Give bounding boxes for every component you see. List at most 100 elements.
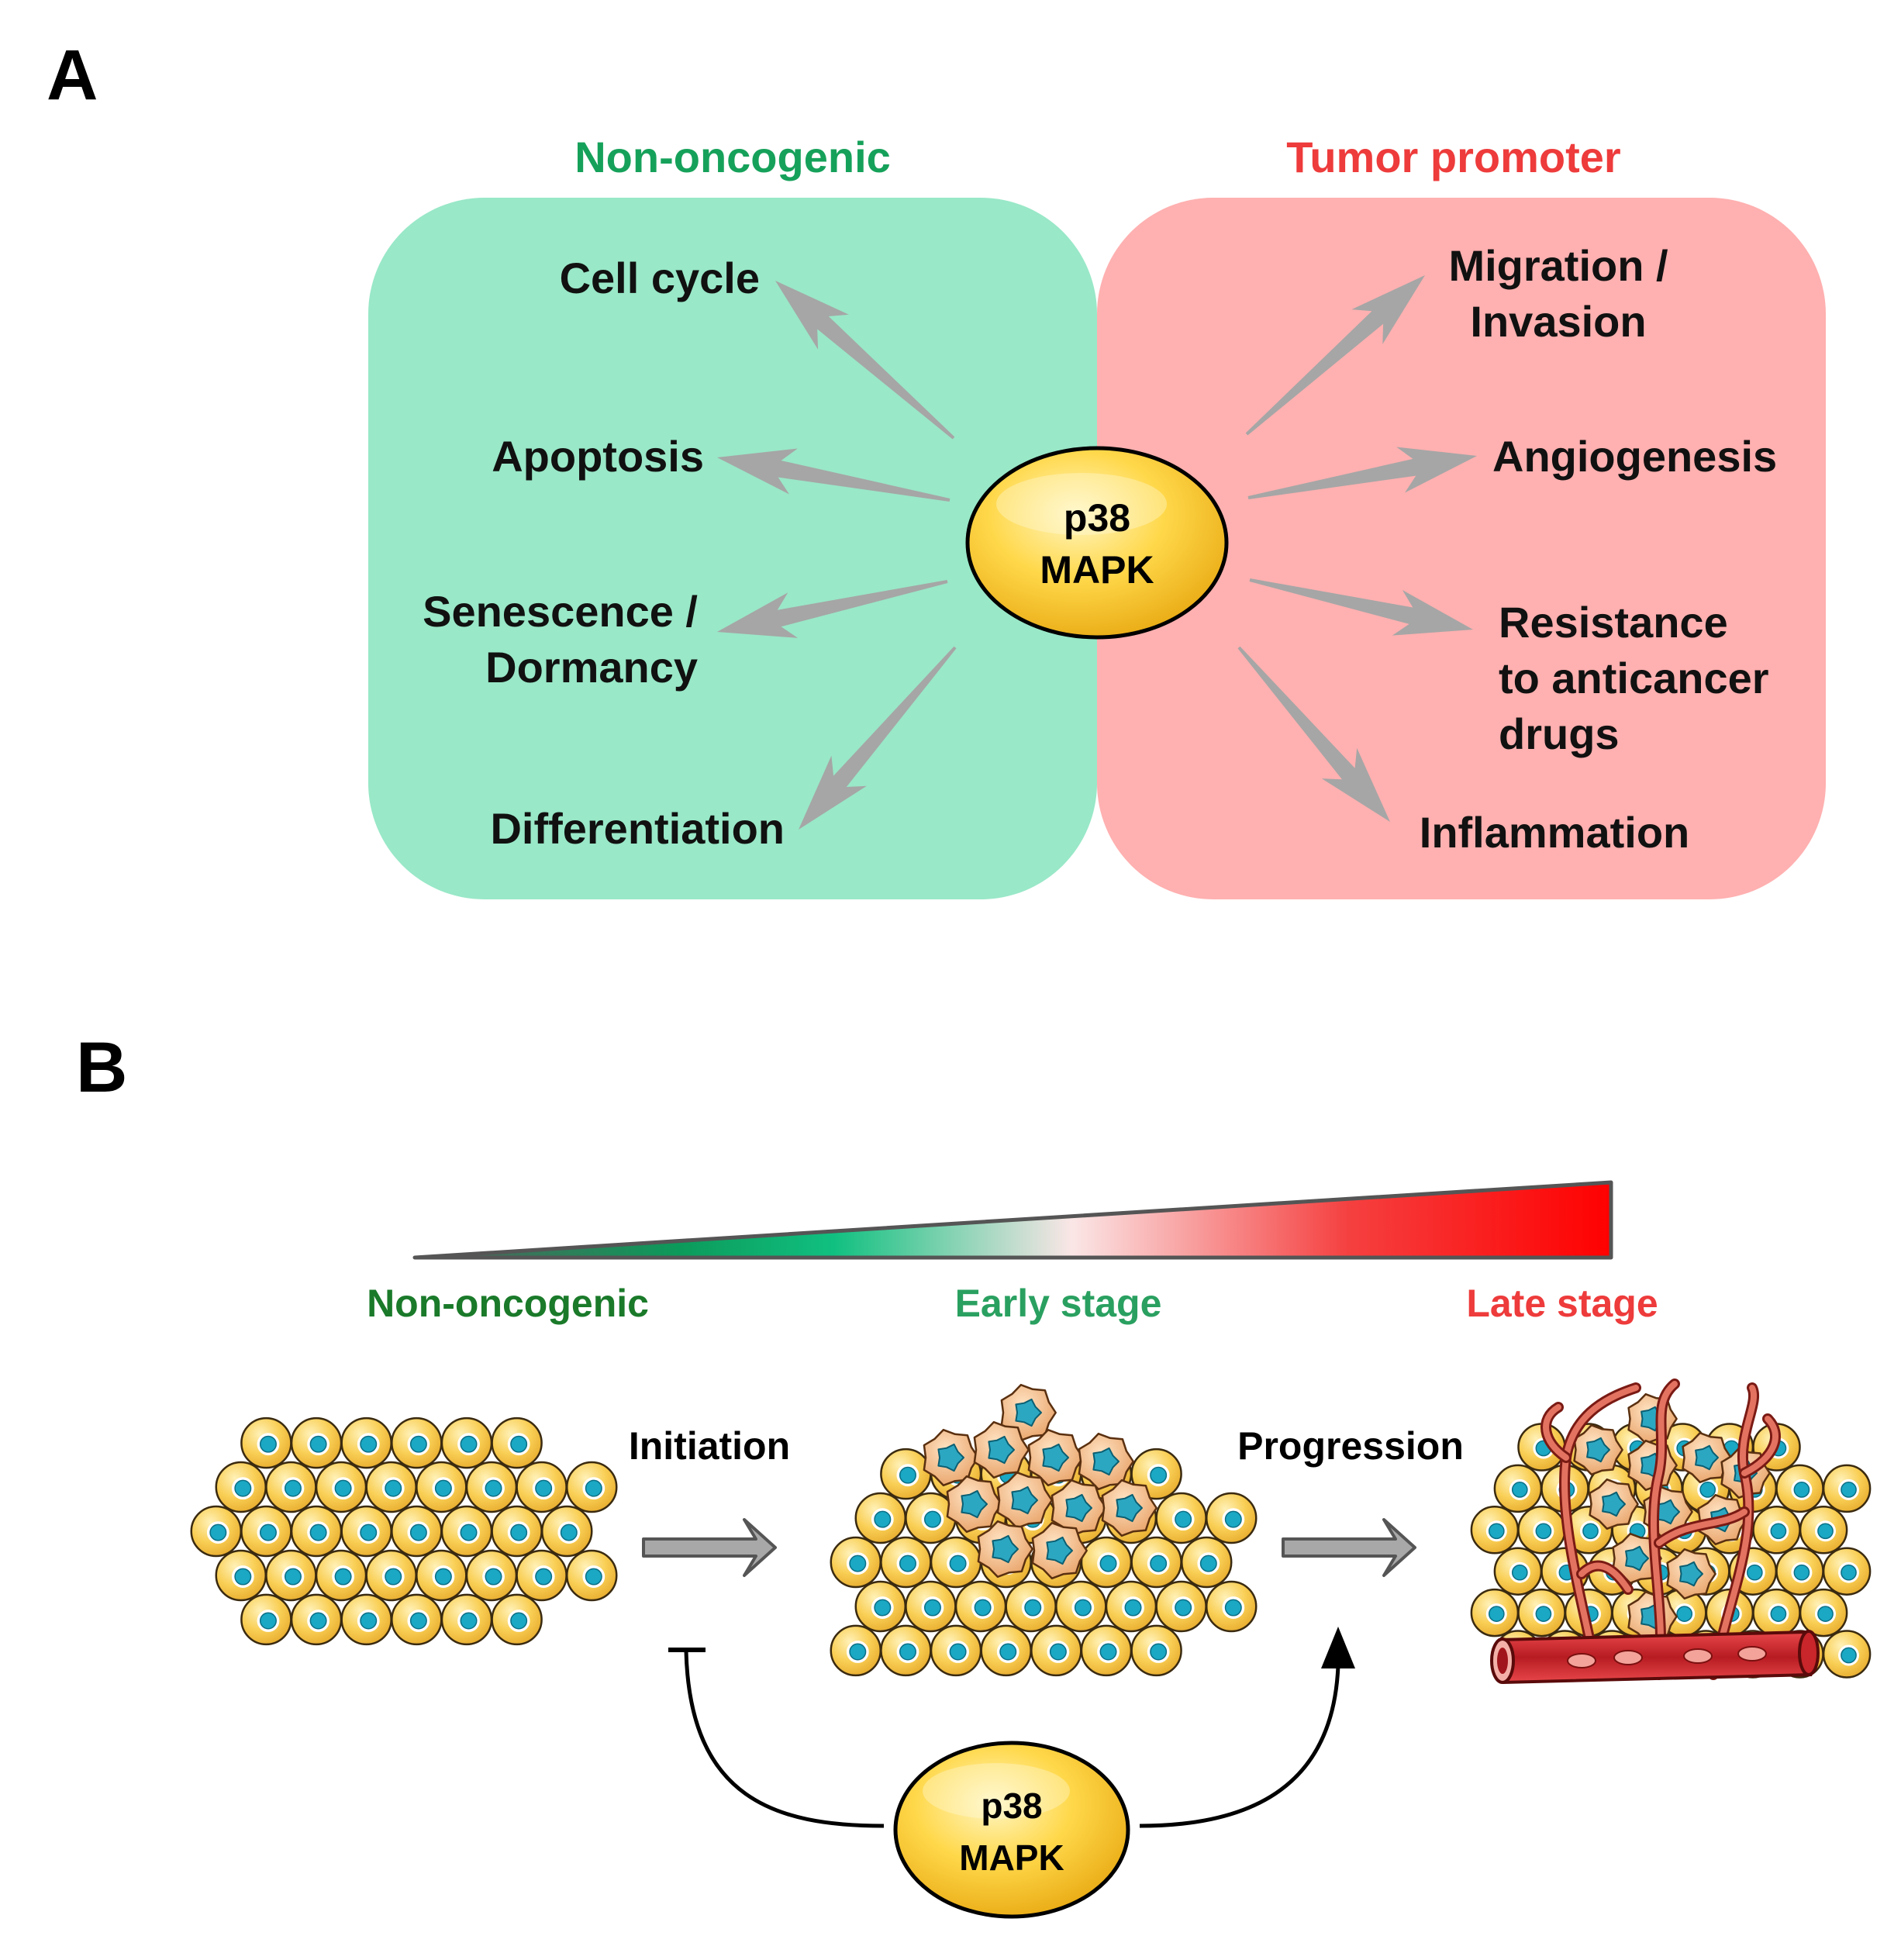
normal-cell: [1517, 1588, 1566, 1637]
normal-cell: [830, 1536, 882, 1589]
tumor-promoter-header: Tumor promoter: [1286, 133, 1620, 181]
cancer-cell: [1101, 1479, 1158, 1537]
outcome-resistance-drugs-line-3: drugs: [1499, 709, 1620, 758]
progression-label: Progression: [1237, 1424, 1464, 1468]
normal-cell: [1130, 1536, 1182, 1589]
normal-cell: [516, 1549, 568, 1602]
red-blood-cell: [1737, 1646, 1767, 1662]
normal-cell: [265, 1549, 317, 1602]
panel-b: B Non-oncogenic Early stage Late stage I…: [76, 1028, 1872, 1919]
initiation-label: Initiation: [629, 1424, 790, 1468]
normal-cell: [391, 1593, 443, 1646]
arrow-to-angiogenesis: [1247, 447, 1477, 499]
mapk-label-b: MAPK: [959, 1838, 1064, 1878]
normal-cell: [1080, 1536, 1133, 1589]
normal-cell: [315, 1461, 367, 1513]
panel-a: A Non-oncogenic Tumor promoter Cell cycl…: [47, 36, 1826, 899]
red-blood-cell: [1613, 1650, 1643, 1665]
gradient-label-late-stage: Late stage: [1466, 1282, 1658, 1325]
gradient-label-early-stage: Early stage: [955, 1282, 1162, 1325]
cancer-cell: [923, 1428, 979, 1487]
normal-cell-cluster: [190, 1417, 618, 1646]
non-oncogenic-box: [368, 198, 1097, 899]
normal-cell: [416, 1549, 467, 1602]
normal-cell: [880, 1624, 932, 1677]
outcome-arrows: [717, 275, 1477, 830]
normal-cell: [440, 1417, 493, 1469]
cancer-cell: [1051, 1479, 1107, 1537]
cancer-cell: [973, 1420, 1030, 1479]
normal-cell: [1205, 1580, 1258, 1633]
normal-cell: [1155, 1580, 1207, 1633]
normal-cell: [1180, 1536, 1233, 1589]
normal-cell: [365, 1549, 417, 1602]
normal-cell: [491, 1593, 543, 1646]
cancer-cell: [946, 1475, 1002, 1534]
normal-cell: [215, 1549, 267, 1602]
early-stage-cell-cluster: [830, 1383, 1258, 1677]
normal-cell: [1822, 1630, 1872, 1679]
normal-cell: [1205, 1492, 1258, 1544]
normal-cell: [416, 1461, 467, 1513]
cancer-cell: [1589, 1478, 1639, 1530]
normal-cell: [491, 1505, 543, 1558]
cancer-cell: [1027, 1428, 1084, 1487]
normal-cell: [365, 1461, 417, 1513]
normal-cell: [1155, 1492, 1207, 1544]
arrow-to-differentiation: [799, 646, 957, 830]
normal-cell: [930, 1536, 982, 1589]
normal-cell: [340, 1505, 392, 1558]
normal-cell: [1080, 1624, 1133, 1677]
activation-curve: [1139, 1627, 1355, 1828]
normal-cell: [880, 1448, 932, 1500]
normal-cell: [854, 1580, 907, 1633]
normal-cell: [1005, 1580, 1057, 1633]
cancer-cell: [1682, 1431, 1732, 1484]
normal-cell: [1030, 1624, 1082, 1677]
inhibition-curve: [668, 1648, 885, 1828]
normal-cell: [1775, 1464, 1824, 1513]
tumor-promoter-outcomes: Migration /InvasionAngiogenesisResistanc…: [1420, 241, 1777, 857]
cancer-cell: [1666, 1548, 1716, 1600]
normal-cell: [491, 1417, 543, 1469]
outcome-senescence-dormancy-line-2: Dormancy: [485, 643, 698, 692]
outcome-resistance-drugs-line-2: to anticancer: [1499, 654, 1769, 702]
normal-cell: [265, 1461, 317, 1513]
normal-cell: [1517, 1506, 1566, 1555]
initiation-arrow: [642, 1518, 777, 1577]
normal-cell: [854, 1492, 907, 1544]
normal-cell: [440, 1593, 493, 1646]
normal-cell: [980, 1624, 1032, 1677]
normal-cell: [1470, 1588, 1520, 1637]
panel-a-label: A: [47, 36, 98, 115]
normal-cell: [954, 1580, 1007, 1633]
outcome-apoptosis-line-1: Apoptosis: [492, 432, 704, 481]
normal-cell: [440, 1505, 493, 1558]
late-stage-tumor-cluster: [1470, 1379, 1872, 1685]
normal-cell: [905, 1580, 957, 1633]
normal-cell: [880, 1536, 932, 1589]
outcome-inflammation-line-1: Inflammation: [1420, 808, 1689, 857]
normal-cell: [930, 1624, 982, 1677]
tumor-capillaries: [1540, 1379, 1781, 1680]
normal-cell: [516, 1461, 568, 1513]
blood-vessel: [1490, 1630, 1820, 1685]
normal-cell: [1493, 1464, 1543, 1513]
p38-label-b: p38: [981, 1786, 1042, 1826]
arrow-to-migration: [1245, 275, 1425, 436]
normal-cell: [565, 1461, 618, 1513]
normal-cell: [1752, 1506, 1801, 1555]
normal-cell: [1822, 1547, 1872, 1596]
gradient-label-non-oncogenic: Non-oncogenic: [367, 1282, 649, 1325]
normal-cell: [1752, 1588, 1801, 1637]
tumor-promoter-box: [1097, 198, 1826, 899]
outcome-senescence-dormancy-line-1: Senescence /: [423, 587, 698, 636]
normal-cell: [1799, 1588, 1848, 1637]
outcome-differentiation-line-1: Differentiation: [490, 804, 785, 853]
normal-cell: [240, 1505, 292, 1558]
normal-cell: [1799, 1506, 1848, 1555]
normal-cell: [215, 1461, 267, 1513]
normal-cell: [340, 1417, 392, 1469]
normal-cell: [240, 1593, 292, 1646]
